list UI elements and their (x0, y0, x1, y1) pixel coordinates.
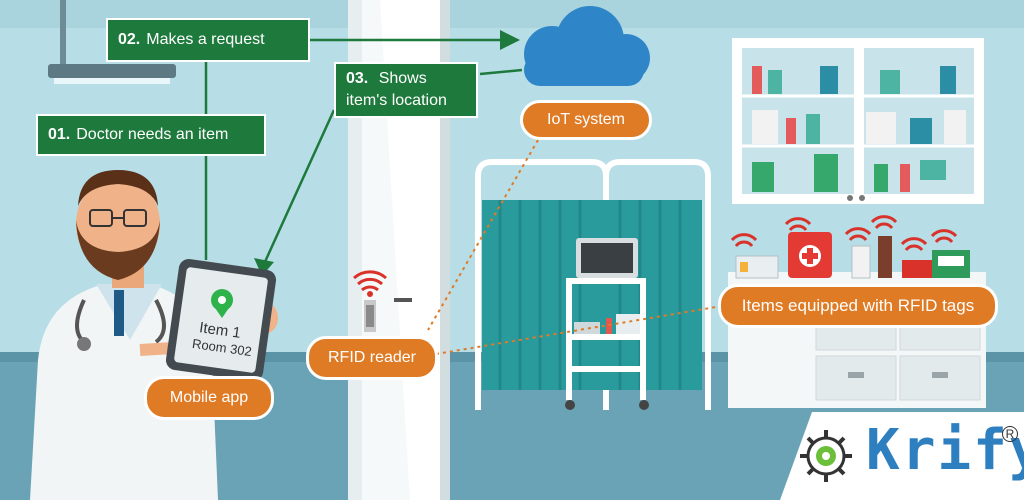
step-03-label: 03. Shows item's location (334, 62, 478, 118)
mobile-phone (165, 259, 277, 381)
location-pin-icon (211, 289, 233, 318)
step-02-text: Makes a request (146, 31, 265, 48)
curtain-screen (475, 159, 711, 410)
step-01-text: Doctor needs an item (76, 126, 229, 143)
ceiling-lamp-icon (48, 0, 176, 84)
first-aid-kit-icon (788, 232, 832, 278)
krify-gear-logo-icon (800, 430, 852, 482)
rfid-reader-label: RFID reader (306, 336, 438, 380)
rfid-reader-device (353, 270, 387, 332)
medicine-cabinet (732, 38, 984, 204)
dotted-links (427, 139, 723, 355)
step-03-text-line1: Shows (378, 70, 427, 87)
step-01-label: 01. Doctor needs an item (36, 114, 266, 156)
cloud-icon (524, 6, 650, 86)
step-01-number: 01. (48, 126, 71, 143)
medical-cart (565, 278, 649, 410)
monitor-icon (576, 238, 638, 278)
logo-panel (780, 412, 1024, 500)
iot-system-label: IoT system (520, 100, 652, 140)
arrow-to-cloud (500, 30, 520, 50)
arrow-to-phone (254, 258, 274, 276)
step-03-text-line2: item's location (346, 92, 447, 109)
rfid-signal-icon (730, 215, 958, 252)
brand-wordmark: Krify (866, 418, 1024, 483)
mobile-app-label: Mobile app (144, 376, 274, 420)
step-03-number: 03. (346, 70, 369, 87)
step-02-label: 02. Makes a request (106, 18, 310, 62)
rfid-tagged-items (735, 232, 970, 279)
step-02-number: 02. (118, 31, 141, 48)
rfid-items-label: Items equipped with RFID tags (718, 284, 998, 328)
registered-mark: R (1002, 426, 1018, 442)
